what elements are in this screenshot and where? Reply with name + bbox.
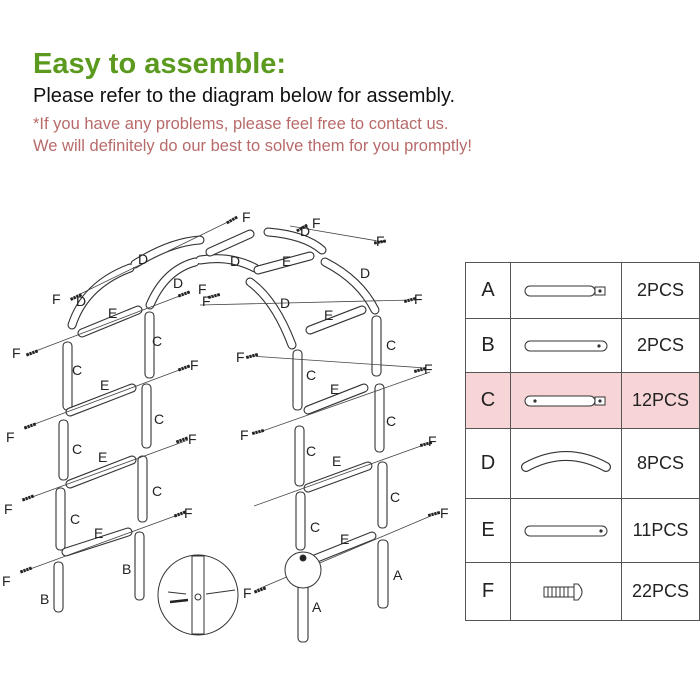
part-letter: C (465, 372, 511, 429)
part-c-left-3 (62, 341, 73, 411)
tube-two-holes-tab-icon (510, 372, 622, 429)
detail-zoom-left (157, 554, 239, 636)
part-b-left-post (53, 561, 64, 613)
flat-bar-hole-icon (510, 318, 622, 373)
svg-text:C: C (306, 367, 316, 383)
svg-text:F: F (188, 431, 197, 447)
svg-text:E: E (94, 525, 103, 541)
svg-text:E: E (340, 531, 349, 547)
support-note: We will definitely do our best to solve … (33, 137, 472, 155)
part-c-far-3 (371, 315, 382, 377)
svg-text:F: F (428, 433, 437, 449)
svg-text:C: C (386, 337, 396, 353)
svg-text:C: C (390, 489, 400, 505)
svg-text:F: F (424, 361, 433, 377)
svg-text:D: D (230, 253, 240, 269)
svg-text:F: F (198, 281, 207, 297)
svg-text:F: F (4, 501, 13, 517)
cross-tube-icon (510, 498, 622, 563)
part-c-mid-2 (294, 425, 305, 487)
svg-text:E: E (330, 381, 339, 397)
assembly-diagram: D D D D D D D E E E E E E E E E C C C C … (2, 209, 449, 643)
svg-text:D: D (360, 265, 370, 281)
detail-zoom-right (284, 551, 322, 589)
svg-text:C: C (72, 362, 82, 378)
parts-list-table: A 2PCS B 2PCS C (465, 262, 700, 621)
svg-text:E: E (100, 377, 109, 393)
part-letter: E (465, 498, 511, 563)
svg-text:F: F (184, 505, 193, 521)
part-c-far-2 (374, 383, 385, 453)
svg-text:F: F (440, 505, 449, 521)
svg-text:C: C (306, 443, 316, 459)
part-letter: F (465, 562, 511, 621)
tube-end-tab-icon (510, 262, 622, 319)
part-c-right-1 (137, 455, 148, 523)
part-row-f: F 22PCS (465, 562, 700, 621)
part-c-right-2 (141, 383, 152, 449)
part-c-far-1 (377, 461, 388, 529)
svg-text:C: C (310, 519, 320, 535)
part-letter: D (465, 428, 511, 499)
svg-text:F: F (242, 209, 251, 225)
part-quantity: 11PCS (621, 498, 700, 563)
svg-text:C: C (386, 413, 396, 429)
svg-text:D: D (76, 293, 86, 309)
svg-text:F: F (12, 345, 21, 361)
svg-text:F: F (236, 349, 245, 365)
svg-text:F: F (190, 357, 199, 373)
svg-text:E: E (98, 449, 107, 465)
part-b-right-post (134, 531, 145, 601)
svg-text:A: A (312, 599, 322, 615)
svg-text:D: D (300, 223, 310, 239)
svg-text:E: E (332, 453, 341, 469)
svg-text:D: D (280, 295, 290, 311)
svg-text:C: C (152, 483, 162, 499)
svg-text:F: F (2, 573, 11, 589)
part-row-b: B 2PCS (465, 318, 700, 373)
svg-text:D: D (138, 251, 148, 267)
svg-text:C: C (70, 511, 80, 527)
part-c-right-3 (144, 311, 155, 379)
part-row-a: A 2PCS (465, 262, 700, 319)
svg-text:F: F (243, 585, 252, 601)
svg-text:F: F (202, 293, 211, 309)
svg-text:C: C (72, 441, 82, 457)
part-row-c: C 12PCS (465, 372, 700, 429)
part-letter: A (465, 262, 511, 319)
svg-text:F: F (376, 233, 385, 249)
curved-arc-icon (510, 428, 622, 499)
svg-text:D: D (173, 275, 183, 291)
svg-text:F: F (312, 215, 321, 231)
svg-text:F: F (6, 429, 15, 445)
part-a-right-post (377, 539, 389, 609)
svg-text:F: F (240, 427, 249, 443)
svg-text:F: F (52, 291, 61, 307)
page-title: Easy to assemble: (33, 48, 287, 80)
bolt-icon (510, 562, 622, 621)
part-quantity: 2PCS (621, 318, 700, 373)
part-quantity: 22PCS (621, 562, 700, 621)
part-letter: B (465, 318, 511, 373)
svg-text:F: F (414, 291, 423, 307)
part-quantity: 2PCS (621, 262, 700, 319)
svg-text:A: A (393, 567, 403, 583)
part-c-mid-1 (295, 491, 306, 551)
svg-text:E: E (108, 305, 117, 321)
svg-text:C: C (152, 333, 162, 349)
part-c-mid-3 (292, 349, 303, 411)
part-c-left-2 (58, 419, 69, 481)
svg-text:B: B (40, 591, 49, 607)
part-quantity: 12PCS (621, 372, 700, 429)
instruction-text: Please refer to the diagram below for as… (33, 85, 456, 107)
svg-text:E: E (324, 307, 333, 323)
svg-text:E: E (282, 253, 291, 269)
part-c-left-1 (55, 487, 66, 551)
part-row-e: E 11PCS (465, 498, 700, 563)
contact-note: *If you have any problems, please feel f… (33, 115, 449, 133)
part-row-d: D 8PCS (465, 428, 700, 499)
part-quantity: 8PCS (621, 428, 700, 499)
svg-text:C: C (154, 411, 164, 427)
svg-text:B: B (122, 561, 131, 577)
